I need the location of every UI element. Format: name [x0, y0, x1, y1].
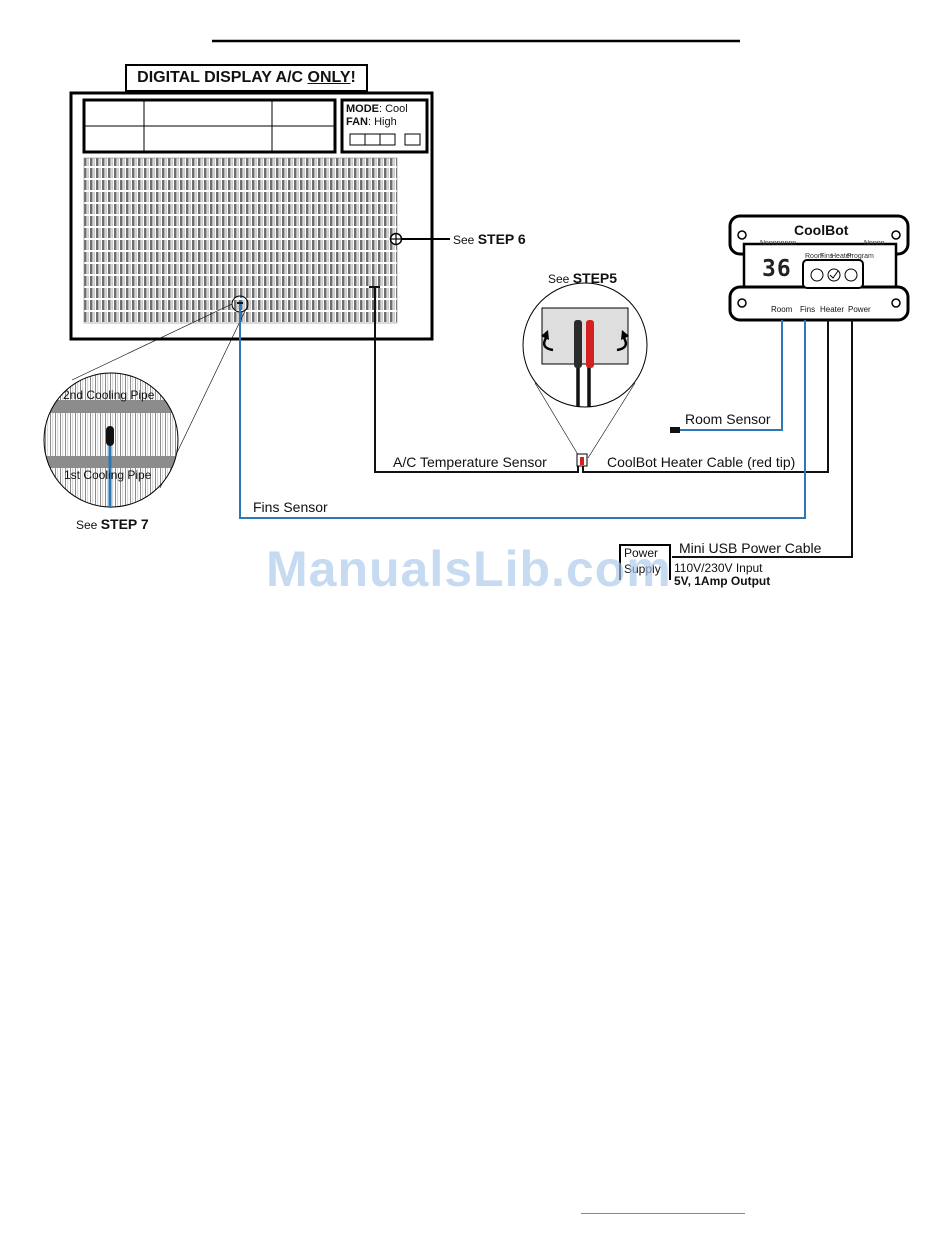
fins-sensor-wire: [239, 300, 806, 519]
step5-callout: See STEP5: [548, 270, 618, 286]
coolbot-port-heater: Heater: [820, 305, 845, 314]
ac-button: [349, 133, 366, 146]
ac-button: [404, 133, 421, 146]
room-sensor-tip: [670, 427, 680, 433]
heater-cable-wire: [582, 320, 829, 473]
coolbot-port-fins: Fins: [800, 305, 816, 314]
ac-temp-sensor-wire: [374, 287, 579, 473]
ac-button: [364, 133, 381, 146]
ac-mode-readout: MODE: Cool FAN: High: [346, 103, 408, 128]
step7-callout: See STEP 7: [76, 516, 149, 532]
room-sensor-label: Room Sensor: [685, 411, 771, 427]
step5-circle-outline: [522, 282, 648, 408]
coolbot-unit: [728, 214, 910, 322]
step5-circle: [523, 283, 647, 407]
coolbot-indicator-heater: Heater: [831, 253, 853, 260]
footer-link-underline[interactable]: [581, 1213, 745, 1214]
step6-callout: See STEP 6: [453, 231, 526, 247]
usb-cable-label: Mini USB Power Cable: [679, 540, 822, 556]
wires: [237, 286, 853, 558]
heater-cable-label: CoolBot Heater Cable (red tip): [607, 454, 796, 470]
coolbot-tiny-label-right: Nnnnn: [864, 240, 885, 247]
digital-display-title: DIGITAL DISPLAY A/C ONLY!: [125, 64, 368, 92]
power-supply-label: Power: [624, 546, 659, 560]
ac-temp-sensor-label: A/C Temperature Sensor: [393, 454, 547, 470]
power-supply-input: 110V/230V Input: [674, 561, 763, 575]
ac-fins-grille: [83, 157, 398, 324]
power-supply-output: 5V, 1Amp Output: [674, 574, 771, 588]
coolbot-tiny-label-left: Nnnnnnnnn: [760, 240, 797, 247]
red-tip: [580, 457, 584, 465]
power-supply-label2: Supply: [624, 562, 661, 576]
coolbot-port-power: Power: [848, 305, 871, 314]
coolbot-port-room: Room: [771, 305, 793, 314]
coolbot-indicator-program: Program: [847, 253, 874, 260]
first-cooling-pipe-label: 1st Cooling Pipe: [64, 468, 152, 482]
coolbot-indicator-room: Room: [805, 253, 824, 260]
zoom-fins-sensor: [106, 426, 114, 446]
coolbot-logo: CoolBot: [794, 222, 849, 238]
usb-power-wire: [672, 320, 853, 558]
coolbot-temperature-display: 36: [762, 256, 792, 282]
ac-button: [379, 133, 396, 146]
room-sensor-wire: [680, 320, 783, 431]
coolbot-indicator-fins: Fins: [820, 253, 834, 260]
power-supply-box: [619, 544, 671, 580]
watermark: ManualsLib.com: [266, 541, 672, 597]
second-cooling-pipe-label: 2nd Cooling Pipe: [63, 388, 155, 402]
fins-sensor-label: Fins Sensor: [253, 499, 328, 515]
